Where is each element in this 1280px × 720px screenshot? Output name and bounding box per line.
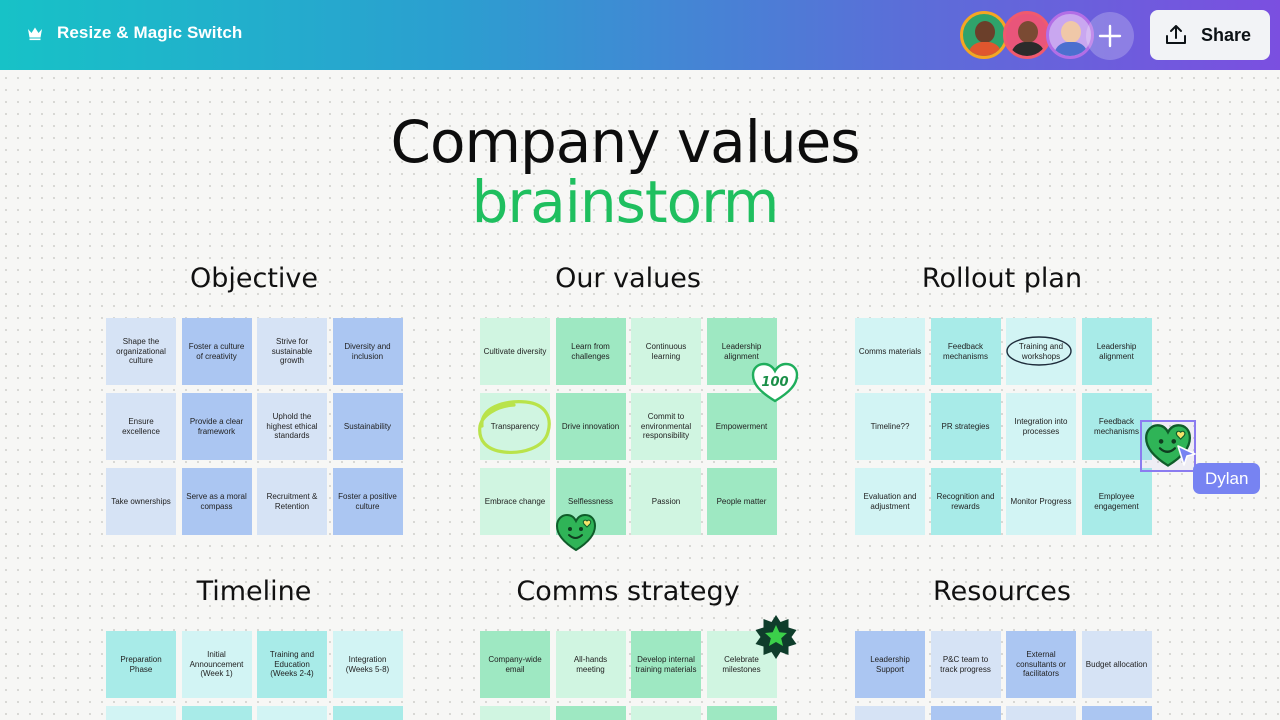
sticky-note-partial[interactable] — [930, 706, 1001, 720]
sticky-note[interactable]: Celebrate milestones — [706, 631, 777, 698]
resize-magic-switch-title[interactable]: Resize & Magic Switch — [57, 23, 243, 42]
sticky-note-partial[interactable] — [855, 706, 925, 720]
sticky-note[interactable]: Comms materials — [855, 318, 925, 385]
sticky-note[interactable]: Foster a culture of creativity — [181, 318, 252, 385]
page-title[interactable]: Company values — [390, 108, 860, 176]
sticky-note[interactable]: Integration (Weeks 5-8) — [332, 631, 403, 698]
sticky-note[interactable]: People matter — [706, 468, 777, 535]
sticky-note[interactable]: Recruitment & Retention — [257, 468, 327, 535]
top-toolbar: Resize & Magic Switch Share — [0, 0, 1280, 70]
sticky-note-partial[interactable] — [555, 706, 626, 720]
sticky-note-partial[interactable] — [106, 706, 176, 720]
section-title-our-values[interactable]: Our values — [555, 263, 701, 294]
sticky-note[interactable]: Recognition and rewards — [930, 468, 1001, 535]
sticky-note-partial[interactable] — [1006, 706, 1076, 720]
sticky-note[interactable]: Leadership alignment — [1081, 318, 1152, 385]
sticky-note-partial[interactable] — [480, 706, 550, 720]
sticky-note[interactable]: Monitor Progress — [1006, 468, 1076, 535]
avatar-1[interactable] — [960, 11, 1008, 59]
sticky-note[interactable]: Integration into processes — [1006, 393, 1076, 460]
sticky-note[interactable]: Budget allocation — [1081, 631, 1152, 698]
star-sticker[interactable] — [752, 613, 800, 659]
sticky-note[interactable]: Feedback mechanisms — [930, 318, 1001, 385]
sticky-note[interactable]: Diversity and inclusion — [332, 318, 403, 385]
sticky-note[interactable]: Initial Announcement (Week 1) — [181, 631, 252, 698]
sticky-note[interactable]: Provide a clear framework — [181, 393, 252, 460]
sticky-note[interactable]: Passion — [631, 468, 701, 535]
sticky-note[interactable]: PR strategies — [930, 393, 1001, 460]
sticky-note[interactable]: Uphold the highest ethical standards — [257, 393, 327, 460]
highlight-circle-transparency[interactable] — [474, 396, 554, 458]
sticky-note[interactable]: Timeline?? — [855, 393, 925, 460]
sticky-note[interactable]: Embrace change — [480, 468, 550, 535]
sticky-note[interactable]: Preparation Phase — [106, 631, 176, 698]
add-collaborator-button[interactable] — [1086, 12, 1134, 60]
sticky-note[interactable]: Develop internal training materials — [631, 631, 701, 698]
sticky-note-partial[interactable] — [181, 706, 252, 720]
hundred-sticker[interactable]: 100 — [750, 362, 800, 404]
sticky-note[interactable]: Take ownerships — [106, 468, 176, 535]
collaborator-cursor-icon — [1177, 445, 1196, 466]
svg-text:100: 100 — [761, 375, 788, 390]
highlight-oval-training[interactable] — [1004, 334, 1074, 368]
sticky-note[interactable]: Leadership Support — [855, 631, 925, 698]
sticky-note[interactable]: Shape the organizational culture — [106, 318, 176, 385]
sticky-note[interactable]: Learn from challenges — [555, 318, 626, 385]
sticky-note[interactable]: Empowerment — [706, 393, 777, 460]
avatar-3[interactable] — [1046, 11, 1094, 59]
sticky-note[interactable]: Training and Education (Weeks 2-4) — [257, 631, 327, 698]
section-title-rollout-plan[interactable]: Rollout plan — [921, 263, 1083, 294]
section-title-objective[interactable]: Objective — [189, 263, 319, 294]
sticky-note-partial[interactable] — [1081, 706, 1152, 720]
share-label: Share — [1201, 25, 1252, 45]
share-upload-icon — [1166, 25, 1186, 44]
sticky-note-partial[interactable] — [257, 706, 327, 720]
sticky-note[interactable]: Serve as a moral compass — [181, 468, 252, 535]
sticky-note[interactable]: Company-wide email — [480, 631, 550, 698]
sticky-note-partial[interactable] — [631, 706, 701, 720]
crown-icon — [28, 27, 42, 41]
section-title-resources[interactable]: Resources — [933, 576, 1071, 607]
sticky-note[interactable]: P&C team to track progress — [930, 631, 1001, 698]
section-title-timeline[interactable]: Timeline — [196, 576, 312, 607]
collaborator-cursor-label: Dylan — [1193, 463, 1261, 494]
sticky-note[interactable]: Cultivate diversity — [480, 318, 550, 385]
smiley-heart-sticker[interactable] — [555, 513, 597, 553]
sticky-note[interactable]: Drive innovation — [555, 393, 626, 460]
sticky-note[interactable]: Continuous learning — [631, 318, 701, 385]
sticky-note[interactable]: Strive for sustainable growth — [257, 318, 327, 385]
sticky-note-partial[interactable] — [706, 706, 777, 720]
plus-icon — [1098, 24, 1122, 48]
sticky-note[interactable]: Feedback mechanisms — [1081, 393, 1152, 460]
sticky-note[interactable]: Evaluation and adjustment — [855, 468, 925, 535]
share-button[interactable]: Share — [1150, 10, 1270, 60]
sticky-note-partial[interactable] — [332, 706, 403, 720]
sticky-note[interactable]: Employee engagement — [1081, 468, 1152, 535]
sticky-note[interactable]: Foster a positive culture — [332, 468, 403, 535]
avatar-2[interactable] — [1003, 11, 1051, 59]
sticky-note[interactable]: Commit to environmental responsibility — [631, 393, 701, 460]
sticky-note[interactable]: Ensure excellence — [106, 393, 176, 460]
page-subtitle[interactable]: brainstorm — [471, 168, 780, 236]
sticky-note[interactable]: Training and workshops — [1006, 318, 1076, 385]
dragged-smiley-heart-sticker[interactable] — [1143, 423, 1193, 469]
section-title-comms-strategy[interactable]: Comms strategy — [516, 576, 740, 607]
sticky-note[interactable]: Sustainability — [332, 393, 403, 460]
sticky-note[interactable]: External consultants or facilitators — [1006, 631, 1076, 698]
sticky-note[interactable]: All-hands meeting — [555, 631, 626, 698]
